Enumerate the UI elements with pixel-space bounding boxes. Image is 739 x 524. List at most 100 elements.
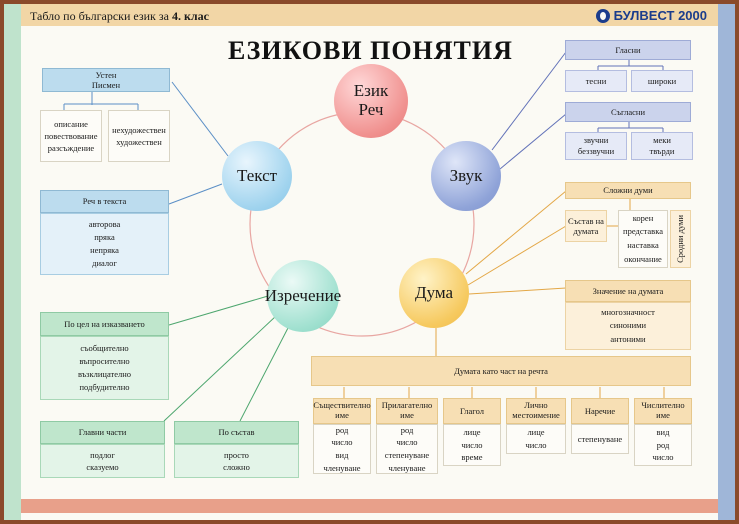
pos-noun-title: Съществително име: [313, 400, 371, 420]
composition-items-box: просто сложно: [174, 444, 299, 478]
consonants-soft-box: меки твърди: [631, 132, 693, 160]
main-parts-items-box: подлог сказуемо: [40, 444, 165, 478]
poster: Табло по български език за 4. клас БУЛВЕ…: [4, 4, 735, 520]
vowels-narrow: тесни: [585, 75, 607, 86]
adjective-number: число: [396, 437, 418, 448]
pos-noun-items: род число вид членуване: [313, 424, 371, 474]
consonants-header: Съгласни: [565, 102, 691, 122]
brand-logo: БУЛВЕСТ 2000: [595, 8, 707, 23]
pos-adjective-header: Прилагателно име: [376, 398, 438, 424]
vowels-wide-box: широки: [631, 70, 693, 92]
parts-of-speech-header: Думата като част на речта: [311, 356, 691, 386]
rech-label: Реч: [358, 100, 384, 119]
tekst-types-box-a: описание повествование разсъждение: [40, 110, 102, 162]
concept-izrechenie: Изречение: [264, 260, 342, 332]
tekst-types-box-b: нехудожествен художествен: [108, 110, 170, 162]
type-narration: повествование: [44, 130, 98, 141]
concept-ezik-rech: Език Реч: [334, 64, 408, 138]
pos-numeral-title: Числително име: [641, 400, 685, 420]
left-color-bar: [4, 4, 21, 520]
brand-name: БУЛВЕСТ 2000: [613, 8, 707, 23]
type-fiction: художествен: [116, 137, 162, 147]
vowels-header: Гласни: [565, 40, 691, 60]
parts-of-speech-title: Думата като част на речта: [454, 365, 548, 376]
right-color-bar: [718, 4, 735, 520]
purpose-title: По цел на изказването: [64, 318, 145, 329]
vowels-title: Гласни: [615, 44, 641, 55]
concept-duma: Дума: [399, 258, 469, 328]
consonants-hard: твърди: [649, 146, 675, 156]
meaning-items-box: многозначност синоними антоними: [565, 302, 691, 350]
zvuk-connectors: [491, 51, 664, 170]
pronoun-number: число: [525, 440, 547, 450]
footer-bar: [21, 499, 718, 513]
pos-verb-items: лице число време: [443, 424, 501, 466]
pos-adverb-header: Наречие: [571, 398, 629, 424]
header-bar: [21, 4, 718, 26]
pos-adverb-items: степенуване: [571, 424, 629, 454]
structure-suffix: наставка: [627, 240, 659, 250]
pos-adjective-items: род число степенуване членуване: [376, 424, 438, 474]
word-structure-label-box: Състав на думата: [565, 210, 607, 242]
pos-pronoun-title: Лично местоимение: [512, 400, 560, 420]
tekst-forms-box: Устен Писмен: [42, 68, 170, 92]
pos-pronoun-items: лице число: [506, 424, 566, 454]
consonants-soft: меки: [653, 134, 671, 145]
noun-number: число: [331, 437, 353, 448]
meaning-polysemy: многозначност: [601, 307, 655, 318]
pos-verb-title: Глагол: [460, 405, 484, 416]
main-part-subject: подлог: [90, 449, 115, 460]
main-parts-title: Главни части: [78, 427, 127, 438]
izrechenie-connectors: [163, 295, 290, 422]
consonants-voiceless: беззвучни: [577, 146, 615, 156]
speech-direct: пряка: [94, 231, 115, 242]
word-structure-items-box: корен представка наставка окончание: [618, 210, 668, 268]
verb-number: число: [461, 439, 483, 450]
ezik-label: Език: [353, 81, 389, 101]
adjective-comparison: степенуване: [384, 450, 430, 460]
speech-title: Реч в текста: [82, 196, 127, 207]
numeral-kind: вид: [656, 426, 670, 437]
related-words-box: Сродни думи: [670, 210, 691, 268]
structure-root: корен: [632, 212, 654, 223]
speech-indirect: непряка: [90, 245, 119, 255]
verb-person: лице: [463, 426, 481, 437]
speech-header: Реч в текста: [40, 190, 169, 213]
speech-dialogue: диалог: [92, 258, 117, 269]
izrechenie-label: Изречение: [264, 285, 342, 305]
purpose-declarative: съобщително: [80, 342, 129, 353]
concept-tekst: Текст: [222, 141, 292, 211]
pos-pronoun-header: Лично местоимение: [506, 398, 566, 424]
consonants-title: Съгласни: [610, 106, 645, 117]
purpose-imperative: подбудително: [79, 382, 130, 393]
concept-zvuk: Звук: [431, 141, 501, 211]
main-part-predicate: сказуемо: [86, 462, 119, 472]
pos-adverb-title: Наречие: [584, 405, 616, 416]
type-description: описание: [54, 118, 88, 129]
purpose-exclamatory: възклицателно: [77, 369, 132, 379]
structure-prefix: представка: [623, 226, 663, 237]
composition-complex: сложно: [223, 462, 250, 472]
pos-noun-header: Съществително име: [313, 398, 371, 424]
main-parts-header: Главни части: [40, 421, 165, 444]
meaning-header: Значение на думата: [565, 280, 691, 302]
adjective-gender: род: [400, 424, 414, 435]
purpose-header: По цел на изказването: [40, 312, 169, 336]
noun-article: членуване: [323, 462, 361, 473]
composition-title: По състав: [218, 427, 255, 438]
page-title: ЕЗИКОВИ ПОНЯТИЯ: [228, 36, 513, 65]
pos-adjective-title: Прилагателно име: [381, 400, 433, 420]
speech-author: авторова: [88, 218, 121, 229]
pos-numeral-header: Числително име: [634, 398, 692, 424]
composition-header: По състав: [174, 421, 299, 444]
type-reasoning: разсъждение: [47, 143, 95, 154]
word-structure-label: Състав на думата: [568, 215, 604, 236]
noun-kind: вид: [335, 450, 349, 460]
tekst-connectors: [63, 81, 229, 205]
purpose-interrogative: въпросително: [79, 355, 130, 366]
duma-connectors: [343, 190, 665, 398]
consonants-voice-box: звучни беззвучни: [565, 132, 627, 160]
pos-verb-header: Глагол: [443, 398, 501, 424]
subtitle-prefix: Табло по български език за: [30, 9, 169, 23]
subtitle-grade: 4. клас: [171, 9, 209, 23]
